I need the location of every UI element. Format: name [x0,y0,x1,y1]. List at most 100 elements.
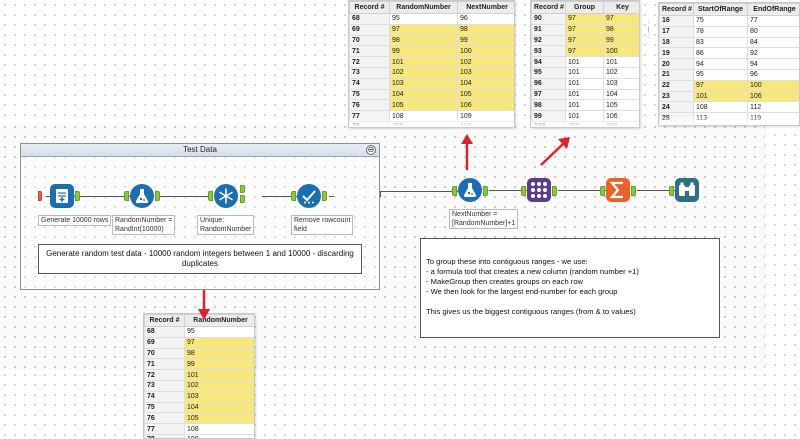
container-header[interactable]: Test Data ⊖ [21,144,379,157]
output-anchor[interactable] [38,191,42,201]
formula-next-number-tool[interactable] [458,178,482,202]
table-cell: 97 [389,23,458,36]
column-header[interactable]: RandomNumber [184,314,254,327]
table-row[interactable]: 78109 [144,433,254,438]
table-cell: 104 [184,401,254,414]
table-cell: 105 [457,88,514,101]
table-cell: 103 [603,77,639,90]
output-anchor[interactable] [631,186,636,196]
record-number-cell: 76 [144,412,185,425]
column-header[interactable]: StartOfRange [693,3,748,16]
table-cell: 101 [184,369,254,381]
table-cell: 104 [389,88,458,101]
unique-output-anchor[interactable] [240,185,245,193]
column-header[interactable]: Record # [531,1,566,14]
column-header[interactable]: Record # [349,1,390,14]
connection-wire [558,190,606,191]
column-header[interactable]: Record # [659,3,694,16]
input-anchor[interactable] [208,191,213,201]
input-anchor[interactable] [600,186,605,196]
summarize-tool[interactable] [606,178,630,202]
record-number-cell: 92 [531,34,566,47]
explanation-comment[interactable]: To group these into contiguous ranges - … [420,238,720,338]
formula-tool[interactable] [130,184,154,208]
output-anchor[interactable] [552,186,557,196]
formula-next-label: NextNumber = [RandomNumber]+1 [449,209,519,229]
select-tool[interactable] [297,184,321,208]
unique-tool[interactable] [214,184,238,208]
output-anchor[interactable] [75,191,80,201]
table-cell: 108 [184,423,254,435]
output-anchor[interactable] [155,191,160,201]
column-header[interactable]: Group [565,1,604,14]
input-anchor[interactable] [521,186,526,196]
collapse-icon[interactable]: ⊖ [366,145,376,155]
container-comment[interactable]: Generate random test data - 10000 random… [38,244,362,274]
browse-tool[interactable] [675,178,699,202]
input-anchor[interactable] [124,191,129,201]
binoculars-icon [679,182,695,196]
generate-rows-tool[interactable] [50,184,74,208]
column-header[interactable]: Key [603,1,639,14]
duplicates-output-anchor[interactable] [240,195,245,203]
table-cell: 78 [693,25,748,38]
table-cell: 101 [693,90,748,103]
makegroup-tool[interactable] [527,178,551,202]
output-anchor[interactable] [322,191,327,201]
record-number-cell: 72 [144,369,185,381]
input-anchor[interactable] [452,186,457,196]
input-anchor[interactable] [669,186,674,196]
column-header[interactable]: Record # [144,314,185,327]
input-anchor[interactable] [291,191,296,201]
group-grid-icon [531,182,547,198]
column-header[interactable]: EndOfRange [747,3,799,16]
column-header[interactable]: NextNumber [457,1,514,14]
output-anchor[interactable] [483,186,488,196]
connection-wire [262,196,297,197]
table-cell: 102 [184,379,254,392]
record-number-cell: 95 [531,66,566,79]
column-header[interactable]: RandomNumber [389,1,458,14]
